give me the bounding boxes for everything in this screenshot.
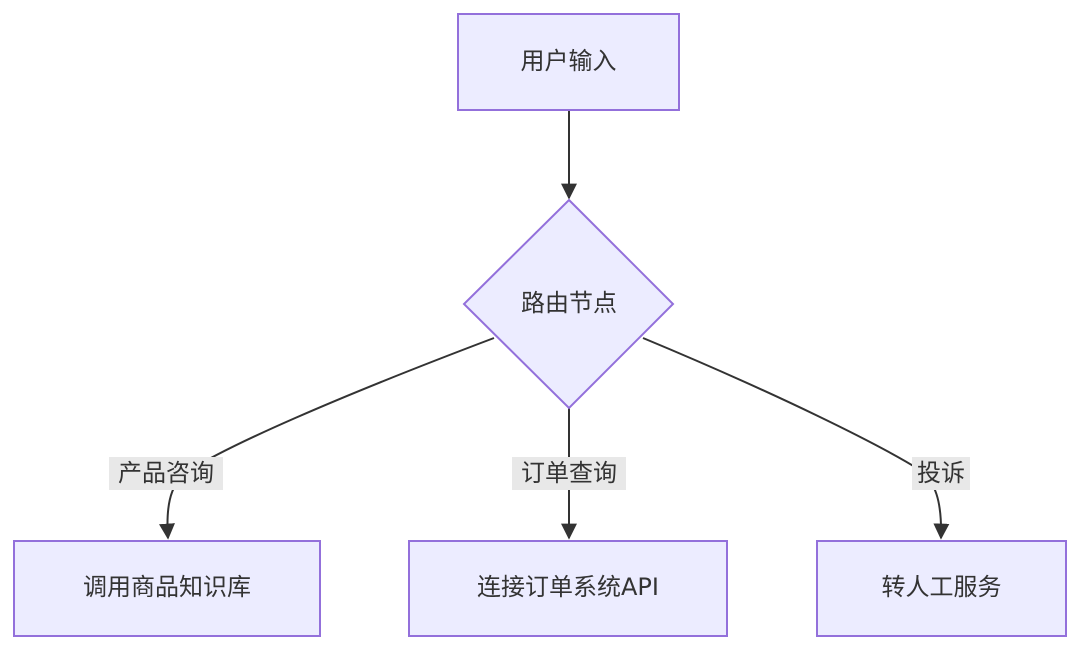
edge-router-to-product bbox=[159, 337, 495, 540]
edge-label-product-text: 产品咨询 bbox=[118, 459, 214, 487]
node-start-label: 用户输入 bbox=[521, 47, 617, 75]
node-start: 用户输入 bbox=[457, 13, 680, 111]
node-order: 连接订单系统API bbox=[408, 540, 728, 637]
edge-label-complaint-text: 投诉 bbox=[917, 459, 965, 487]
node-order-label: 连接订单系统API bbox=[477, 573, 659, 601]
edge-label-order: 订单查询 bbox=[512, 457, 626, 490]
node-router: 路由节点 bbox=[462, 198, 675, 410]
edge-label-product: 产品咨询 bbox=[109, 457, 223, 490]
node-product: 调用商品知识库 bbox=[13, 540, 321, 637]
node-product-label: 调用商品知识库 bbox=[83, 573, 251, 601]
node-router-label: 路由节点 bbox=[521, 289, 617, 317]
edge-label-complaint: 投诉 bbox=[912, 457, 970, 490]
node-human: 转人工服务 bbox=[816, 540, 1067, 637]
edge-router-to-human bbox=[642, 337, 950, 540]
edge-label-order-text: 订单查询 bbox=[521, 459, 617, 487]
node-human-label: 转人工服务 bbox=[882, 573, 1002, 601]
